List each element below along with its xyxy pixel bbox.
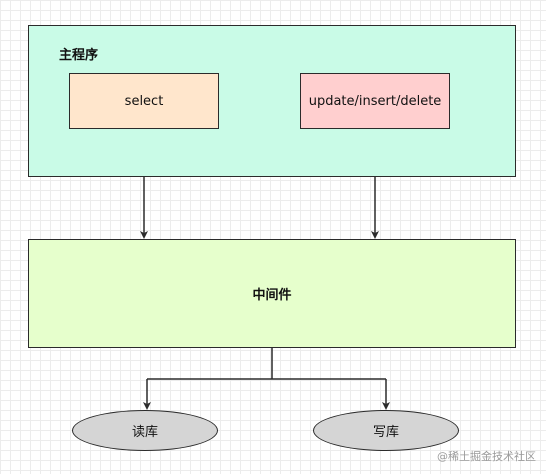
write-database-label: 写库 xyxy=(372,425,399,440)
read-database-label: 读库 xyxy=(131,425,158,440)
read-database-node: 读库 xyxy=(72,410,218,451)
write-database-node: 写库 xyxy=(313,410,459,451)
watermark-text: @稀土掘金技术社区 xyxy=(437,450,536,463)
middleware-node: 中间件 xyxy=(28,239,516,348)
write-operations-label: update/insert/delete xyxy=(308,93,442,109)
write-operations-node: update/insert/delete xyxy=(300,73,450,129)
select-node-label: select xyxy=(124,93,164,109)
select-node: select xyxy=(69,73,219,129)
main-program-title: 主程序 xyxy=(59,48,99,63)
middleware-label: 中间件 xyxy=(252,288,292,303)
